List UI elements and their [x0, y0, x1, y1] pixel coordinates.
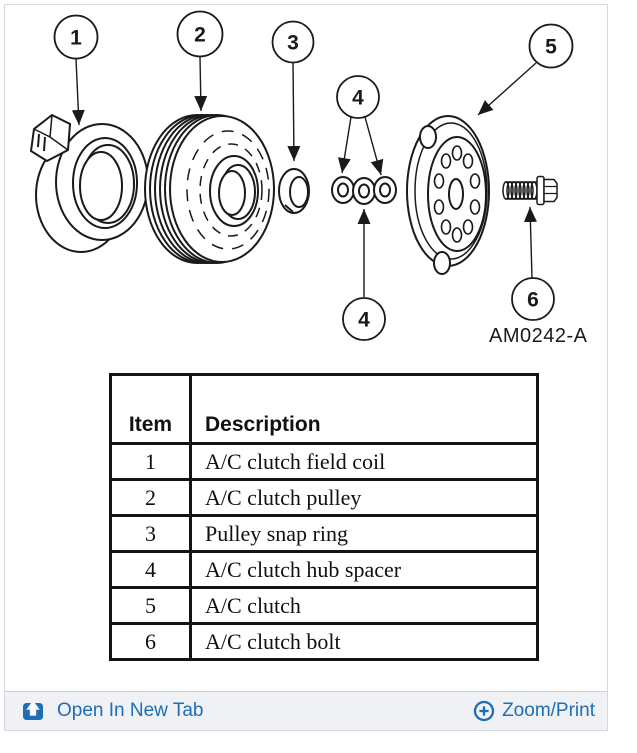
item-cell: 1	[109, 442, 192, 481]
table-row: 5 A/C clutch	[109, 586, 539, 625]
diagram-code-label: AM0242-A	[489, 325, 588, 347]
item-cell: 4	[109, 550, 192, 589]
svg-text:2: 2	[194, 24, 206, 47]
callout-1: 1	[53, 14, 99, 60]
open-in-new-tab-button[interactable]: Open In New Tab	[22, 700, 203, 722]
bolt-drawing	[502, 175, 558, 206]
table-row: 6 A/C clutch bolt	[109, 622, 539, 661]
item-cell: 6	[109, 622, 192, 661]
pulley-drawing	[144, 114, 275, 264]
description-cell: Pulley snap ring	[189, 514, 539, 553]
leader-arrows	[71, 56, 537, 297]
zoom-print-button[interactable]: Zoom/Print	[473, 700, 595, 722]
item-cell: 2	[109, 478, 192, 517]
callout-6: 6	[511, 277, 555, 321]
document-viewer-panel: 1 2 3 4 5 4 6 AM0242-A	[4, 4, 608, 731]
callout-5: 5	[528, 23, 574, 69]
svg-text:1: 1	[70, 27, 82, 50]
clutch-drawing	[406, 115, 490, 275]
svg-text:4: 4	[358, 309, 370, 332]
description-cell: A/C clutch	[189, 586, 539, 625]
parts-table: Item Description 1 A/C clutch field coil…	[109, 373, 539, 661]
svg-text:5: 5	[545, 36, 557, 59]
open-in-new-tab-icon	[23, 701, 43, 720]
description-cell: A/C clutch bolt	[189, 622, 539, 661]
table-row: 4 A/C clutch hub spacer	[109, 550, 539, 589]
table-row: 2 A/C clutch pulley	[109, 478, 539, 517]
item-cell: 5	[109, 586, 192, 625]
item-cell: 3	[109, 514, 192, 553]
callout-4-bottom: 4	[342, 297, 386, 341]
zoom-print-icon	[473, 700, 495, 722]
svg-text:4: 4	[352, 87, 364, 110]
table-row: 1 A/C clutch field coil	[109, 442, 539, 481]
table-row: 3 Pulley snap ring	[109, 514, 539, 553]
snap-ring-drawing	[278, 168, 310, 214]
item-column-header: Item	[109, 373, 192, 445]
hub-spacers-drawing	[331, 176, 397, 205]
open-in-new-tab-label: Open In New Tab	[57, 700, 204, 721]
callout-4-top: 4	[336, 75, 380, 119]
description-cell: A/C clutch pulley	[189, 478, 539, 517]
svg-text:3: 3	[287, 32, 299, 55]
zoom-print-label: Zoom/Print	[502, 700, 595, 721]
description-column-header: Description	[189, 373, 539, 445]
callout-3: 3	[271, 20, 315, 64]
callout-2: 2	[176, 10, 224, 58]
description-cell: A/C clutch hub spacer	[189, 550, 539, 589]
field-coil-drawing	[29, 113, 149, 253]
table-header-row: Item Description	[109, 373, 539, 445]
svg-text:6: 6	[527, 289, 539, 312]
viewer-toolbar: Open In New Tab Zoom/Print	[5, 691, 607, 730]
exploded-diagram: 1 2 3 4 5 4 6 AM0242-A	[29, 10, 588, 347]
description-cell: A/C clutch field coil	[189, 442, 539, 481]
